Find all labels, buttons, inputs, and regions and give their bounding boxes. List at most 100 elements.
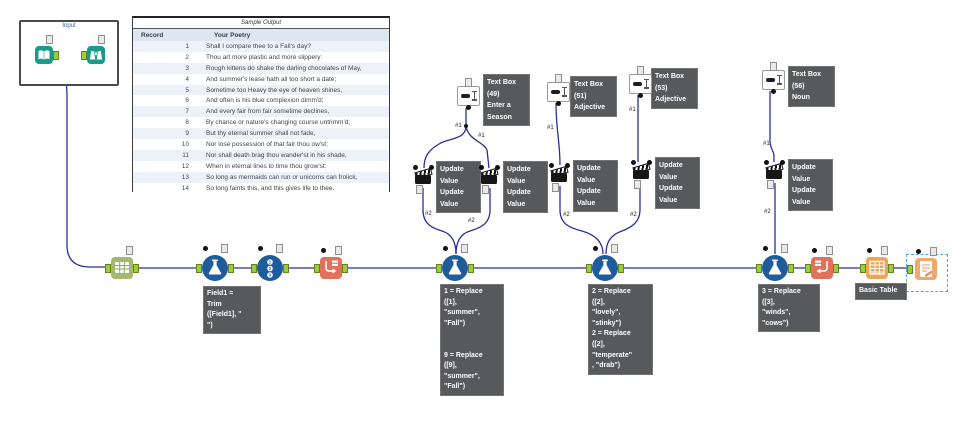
wire-label: #2 [764, 209, 771, 215]
connection-wire[interactable] [422, 188, 457, 255]
tool-number-badge [335, 246, 342, 255]
formula-replace-1-annotation[interactable]: 1 = Replace ([1], "summer", "Fall") 9 = … [440, 284, 504, 396]
record-number: 1 [185, 42, 189, 50]
tool-number-badge [46, 35, 53, 44]
question-anchor [466, 105, 471, 110]
action-update-value-tool-5[interactable] [764, 160, 785, 189]
record-number: 7 [185, 108, 189, 116]
poetry-text: When in eternal lines to time thou grow'… [206, 162, 327, 170]
render-tool[interactable] [907, 247, 937, 280]
record-number: 10 [181, 140, 189, 148]
tool-number-badge [930, 247, 937, 256]
formula-replace-2-annotation[interactable]: 2 = Replace ([2], "lovely", "stinky") 2 … [588, 284, 653, 375]
formula-trim-annotation[interactable]: Field1 = Trim ([Field1], " ") [203, 286, 261, 335]
record-number: 3 [185, 64, 189, 72]
connection-wire[interactable] [455, 188, 491, 255]
text-box-53-annotation[interactable]: Text Box (53) Adjective [651, 68, 698, 109]
table-row: 5 Sometime too Heavy the eye of heaven s… [133, 84, 389, 96]
record-number: 12 [181, 162, 189, 170]
text-box-icon [633, 81, 642, 86]
sample-output-title: Sample Output [133, 18, 389, 29]
basic-table-annotation[interactable]: Basic Table [855, 283, 907, 300]
action-input-dot [413, 165, 418, 170]
connection-wire[interactable] [465, 125, 490, 169]
poetry-text: Shall I compare thee to a Fall's day? [206, 42, 311, 50]
tool-number-badge [126, 246, 133, 255]
wire-label: #1 [763, 141, 770, 147]
action-annotation[interactable]: Update Value Update Value [503, 161, 548, 213]
formula-replace-2-tool[interactable] [586, 244, 624, 281]
text-input-tool[interactable] [105, 246, 139, 279]
question-anchor [771, 89, 776, 94]
text-box-53-tool[interactable] [629, 66, 652, 98]
record-id-icon: 1 2 3 [267, 259, 273, 278]
table-row: 2 Thou art more plastic and more slipper… [133, 51, 389, 63]
connection-wire[interactable] [555, 102, 561, 166]
output-anchor [342, 264, 348, 273]
cross-tab-tool[interactable] [805, 246, 839, 279]
table-tool[interactable] [860, 246, 894, 279]
connection-wire[interactable] [769, 91, 775, 162]
text-box-49-tool[interactable] [457, 78, 480, 110]
formula-replace-3-tool[interactable] [756, 244, 794, 281]
connection-wire[interactable] [559, 186, 604, 255]
text-box-56-annotation[interactable]: Text Box (56) Noun [788, 66, 835, 107]
record-id-tool[interactable]: 1 2 3 [251, 244, 289, 281]
binoculars-icon [89, 51, 103, 60]
record-number: 9 [185, 130, 189, 138]
record-number: 14 [181, 184, 189, 192]
record-number: 6 [185, 97, 189, 105]
action-input-dot [780, 160, 785, 165]
output-anchor [788, 264, 794, 273]
action-badge [416, 185, 423, 194]
browse-tool[interactable] [81, 35, 105, 64]
sample-output-window[interactable]: Sample Output Record Your Poetry 1 Shall… [132, 16, 390, 194]
action-input-dot [647, 160, 652, 165]
text-box-49-annotation[interactable]: Text Box (49) Enter a Season [483, 74, 530, 126]
text-box-icon [551, 89, 560, 94]
action-annotation[interactable]: Update Value Update Value [573, 160, 618, 212]
action-update-value-tool-1[interactable] [413, 165, 434, 194]
tool-dot [763, 246, 768, 251]
action-badge [634, 180, 641, 189]
text-box-icon [766, 77, 775, 82]
action-icon [551, 173, 567, 182]
connection-wire[interactable] [423, 125, 467, 169]
action-icon [481, 175, 497, 184]
poetry-text: Thou art more plastic and more slippery: [206, 53, 323, 61]
text-box-51-annotation[interactable]: Text Box (51) Adjective [570, 76, 617, 117]
formula-replace-1-tool[interactable] [436, 244, 474, 281]
text-box-51-tool[interactable] [547, 74, 570, 106]
input-anchor [81, 51, 87, 60]
action-input-dot [495, 165, 500, 170]
input-data-tool[interactable] [35, 35, 59, 64]
action-update-value-tool-3[interactable] [549, 163, 570, 192]
tool-number-badge [826, 246, 833, 255]
formula-replace-3-annotation[interactable]: 3 = Replace ([3], "winds", "cows") [758, 284, 820, 333]
record-number: 13 [181, 173, 189, 181]
action-annotation[interactable]: Update Value Update Value [788, 159, 833, 211]
text-box-56-tool[interactable] [762, 62, 785, 94]
action-update-value-tool-2[interactable] [479, 165, 500, 194]
wire-label: #2 [425, 211, 432, 217]
cursor-ibeam-icon [643, 78, 650, 89]
output-anchor [888, 264, 894, 273]
cursor-ibeam-icon [471, 90, 478, 101]
action-annotation[interactable]: Update Value Update Value [436, 161, 481, 213]
poetry-text: So long as mermaids can run or unicorns … [206, 173, 358, 181]
input-container[interactable]: Input [19, 20, 119, 86]
formula-trim-tool[interactable] [196, 244, 234, 281]
poetry-text: By chance or nature's changing course un… [206, 119, 351, 127]
connection-wire[interactable] [51, 55, 105, 268]
selection-outline [906, 254, 948, 292]
column-header-your-poetry: Your Poetry [214, 31, 251, 39]
action-annotation[interactable]: Update Value Update Value [655, 157, 700, 209]
transpose-tool[interactable] [314, 246, 348, 279]
action-update-value-tool-4[interactable] [631, 160, 652, 189]
beaker-icon [448, 259, 462, 275]
input-anchor [251, 264, 257, 273]
connection-wire[interactable] [605, 183, 641, 255]
beaker-icon [768, 259, 782, 275]
input-anchor [586, 264, 592, 273]
